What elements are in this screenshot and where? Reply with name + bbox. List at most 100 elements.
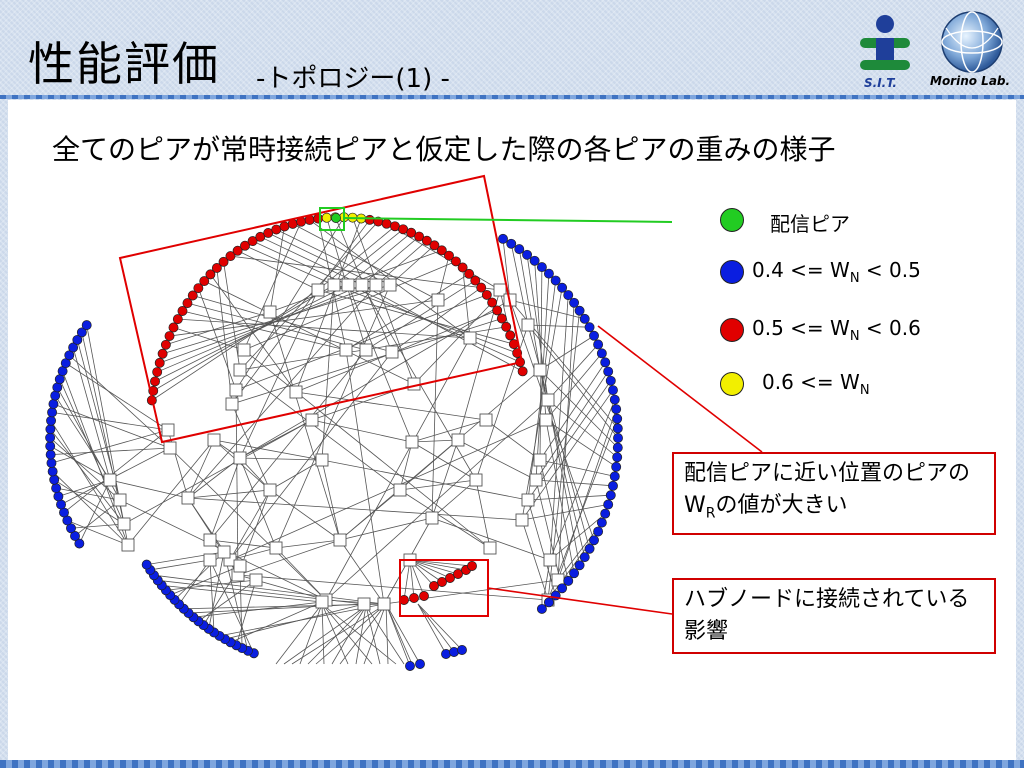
peer-node bbox=[72, 334, 83, 345]
peer-node bbox=[381, 218, 392, 229]
sit-logo-icon: S.I.T. bbox=[850, 12, 920, 90]
peer-node bbox=[68, 342, 79, 353]
router-node bbox=[339, 343, 353, 357]
peer-node bbox=[421, 235, 432, 246]
peer-node bbox=[453, 569, 463, 579]
peer-node bbox=[141, 559, 152, 570]
router-node bbox=[341, 278, 355, 292]
peer-node bbox=[389, 221, 400, 232]
peer-node bbox=[74, 538, 85, 549]
router-node bbox=[385, 345, 399, 359]
router-node bbox=[117, 517, 131, 531]
router-node bbox=[405, 435, 419, 449]
peer-node bbox=[470, 275, 481, 286]
title-bar: 性能評価 -トポロジー(1) - S.I.T. bbox=[0, 0, 1024, 96]
peer-node bbox=[450, 256, 461, 267]
peer-node bbox=[81, 320, 92, 331]
router-node bbox=[359, 343, 373, 357]
router-node bbox=[103, 473, 117, 487]
hub-leader-line bbox=[487, 587, 673, 615]
peer-node bbox=[481, 289, 492, 300]
peer-node bbox=[612, 413, 623, 424]
router-node bbox=[249, 573, 263, 587]
peer-node bbox=[579, 313, 590, 324]
router-node bbox=[181, 491, 195, 505]
peer-node bbox=[557, 282, 568, 293]
peer-node bbox=[150, 376, 160, 387]
slide-heading: 全てのピアが常時接続ピアと仮定した際の各ピアの重みの様子 bbox=[52, 133, 836, 166]
peer-node bbox=[429, 240, 440, 251]
peer-node bbox=[232, 245, 243, 256]
peer-node bbox=[457, 262, 468, 273]
peer-node bbox=[609, 471, 620, 482]
router-node bbox=[315, 595, 329, 609]
router-node bbox=[393, 483, 407, 497]
peer-node bbox=[611, 461, 622, 472]
peer-node bbox=[543, 597, 554, 608]
router-node bbox=[163, 441, 177, 455]
router-node bbox=[237, 343, 251, 357]
peer-node bbox=[563, 290, 574, 301]
router-node bbox=[479, 413, 493, 427]
router-node bbox=[357, 597, 371, 611]
highlight-box-near-source bbox=[118, 174, 524, 444]
peer-node bbox=[46, 458, 57, 468]
peer-node bbox=[49, 474, 60, 485]
router-node bbox=[311, 283, 325, 297]
peer-node bbox=[467, 561, 477, 571]
router-node bbox=[383, 278, 397, 292]
peer-node bbox=[46, 415, 57, 426]
peer-node bbox=[172, 314, 183, 325]
peer-node bbox=[76, 327, 87, 338]
peer-node bbox=[437, 577, 447, 587]
router-node bbox=[315, 453, 329, 467]
router-node bbox=[203, 553, 217, 567]
peer-node bbox=[603, 366, 614, 377]
router-node bbox=[425, 511, 439, 525]
peer-node bbox=[47, 407, 58, 418]
peer-node bbox=[584, 543, 595, 554]
peer-node bbox=[45, 441, 56, 452]
router-node bbox=[469, 473, 483, 487]
peer-node bbox=[199, 276, 210, 287]
router-node bbox=[529, 473, 543, 487]
router-node bbox=[533, 363, 547, 377]
peer-node bbox=[154, 357, 165, 368]
router-node bbox=[217, 545, 231, 559]
peer-node bbox=[64, 350, 75, 361]
sit-logo-text: S.I.T. bbox=[864, 76, 897, 90]
router-node bbox=[269, 541, 283, 555]
router-node bbox=[451, 433, 465, 447]
router-node bbox=[369, 278, 383, 292]
peer-node bbox=[589, 330, 599, 341]
peer-node bbox=[45, 449, 56, 460]
peer-node bbox=[612, 423, 623, 434]
peer-node bbox=[45, 424, 56, 435]
peer-node bbox=[605, 375, 616, 386]
peer-node bbox=[600, 357, 611, 368]
peer-node bbox=[596, 348, 607, 359]
router-node bbox=[263, 305, 277, 319]
morino-lab-logo-icon: Morino Lab. bbox=[928, 8, 1018, 92]
legend-label-red: 0.5 <= WN < 0.6 bbox=[752, 316, 921, 344]
peer-node bbox=[50, 390, 61, 401]
router-node bbox=[539, 413, 553, 427]
peer-node bbox=[157, 348, 168, 359]
peer-node bbox=[600, 508, 611, 519]
router-node bbox=[207, 433, 221, 447]
peer-node bbox=[611, 404, 622, 415]
legend-dot-red bbox=[720, 318, 744, 342]
title-divider bbox=[0, 95, 1024, 99]
peer-node bbox=[464, 268, 475, 279]
peer-node bbox=[211, 262, 222, 273]
peer-node bbox=[182, 298, 193, 309]
peer-node bbox=[414, 231, 425, 242]
router-node bbox=[289, 385, 303, 399]
peer-node bbox=[225, 251, 236, 262]
page-title: 性能評価 bbox=[28, 37, 220, 91]
peer-node bbox=[487, 297, 498, 308]
peer-node bbox=[574, 305, 585, 316]
legend-dot-blue bbox=[720, 260, 744, 284]
router-node bbox=[515, 513, 529, 527]
